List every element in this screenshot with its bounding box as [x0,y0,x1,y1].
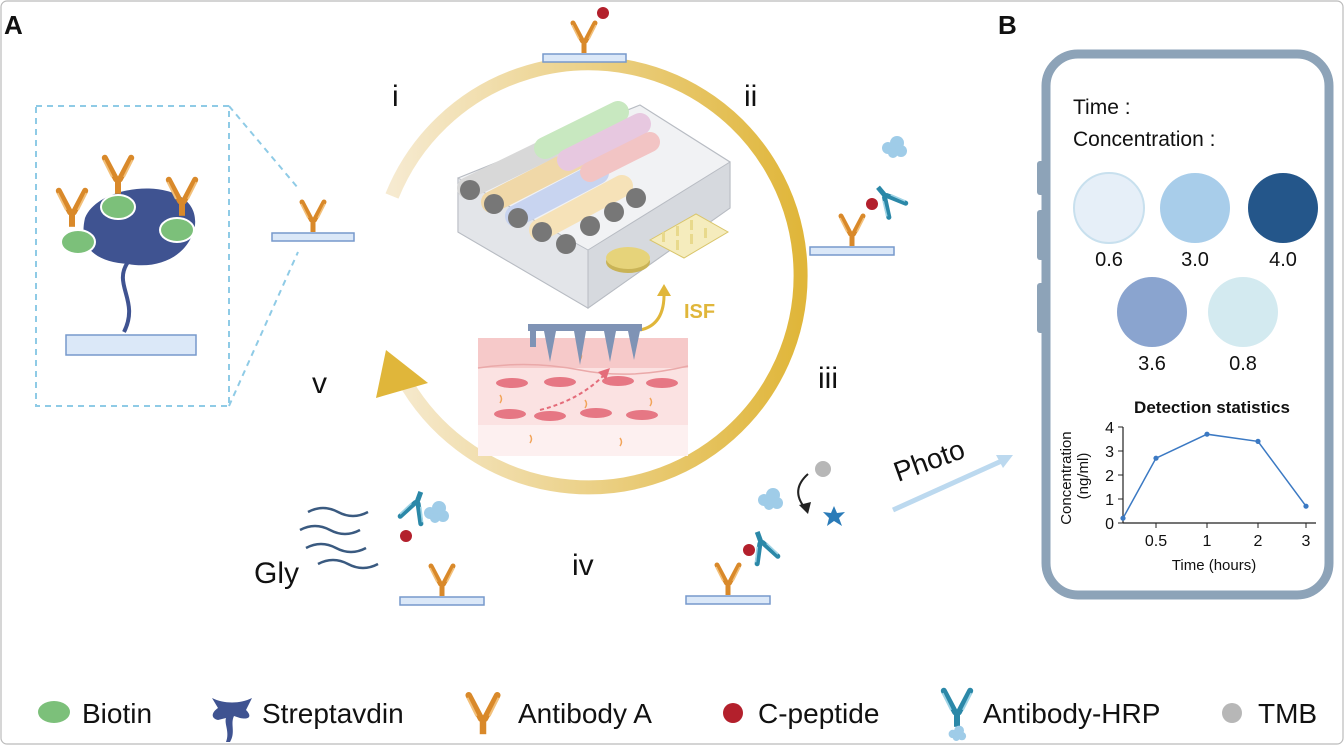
circle-value-3: 4.0 [1269,249,1297,271]
microneedle-array [528,324,642,365]
step-label-iii: iii [818,362,838,395]
legend-icon-c-peptide [723,703,743,723]
chart-point [1120,515,1126,521]
time-label: Time : [1073,96,1131,119]
color-circle-1 [1073,172,1145,244]
color-circle-5 [1208,277,1278,347]
panel-label-b: B [998,10,1017,40]
isf-label: ISF [684,301,715,323]
legend: Biotin Streptavdin Antibody A C-peptide … [38,691,1317,742]
biotin-2 [60,229,96,255]
step-i-complex [542,7,627,63]
concentration-label: Concentration : [1073,128,1215,151]
legend-label-antibody-hrp: Antibody-HRP [983,698,1160,729]
step-iii-complex [685,461,845,605]
legend-label-c-peptide: C-peptide [758,698,879,729]
chart-x-label: Time (hours) [1172,557,1256,574]
biotin-3 [159,217,195,243]
circle-value-5: 0.8 [1229,353,1257,375]
circle-value-2: 3.0 [1181,249,1209,271]
zoom-inset [35,105,299,407]
circle-value-1: 0.6 [1095,249,1123,271]
chart-x-tick-label: 0.5 [1145,533,1167,550]
inset-substrate [65,334,197,356]
cycle-arrowhead [376,350,428,398]
legend-icon-antibody-hrp [943,691,972,727]
color-circle-2 [1160,173,1230,243]
legend-icon-tmb [1222,703,1242,723]
legend-icon-antibody-a [467,695,498,734]
chart-y-tick-label: 3 [1105,444,1114,461]
detection-chart: Detection statistics Time (hours) Concen… [1058,398,1316,574]
step-label-ii: ii [744,80,757,113]
step-iv-wash: Gly [254,488,485,606]
oxidized-tmb [823,506,845,526]
biotin-1 [100,194,136,220]
legend-label-antibody-a: Antibody A [518,698,652,729]
chart-x-tick-label: 2 [1254,533,1263,550]
step-label-i: i [392,80,399,113]
streptavidin-tail [120,260,132,333]
color-circle-3 [1248,173,1318,243]
chart-x-tick-label: 3 [1302,533,1311,550]
chart-title: Detection statistics [1134,398,1290,417]
inset-antibody-2 [58,191,87,227]
chart-y-tick-label: 1 [1105,492,1114,509]
chart-point [1204,431,1210,437]
legend-label-biotin: Biotin [82,698,152,729]
step-ii-complex [809,136,907,256]
step-label-v: v [312,367,327,400]
chart-y-label: Concentration (ng/ml) [1058,427,1092,525]
inset-antibody-1 [104,158,133,194]
isf-arrow [639,291,666,332]
legend-label-streptavidin: Streptavdin [262,698,404,729]
gly-label: Gly [254,557,299,590]
phone-screen: Time : Concentration : 0.6 3.0 4.0 3.6 0… [1037,49,1334,600]
circle-value-4: 3.6 [1138,353,1166,375]
cycle-arrow [376,56,808,495]
legend-icon-streptavidin [212,698,252,742]
chart-y-tick-label: 0 [1105,516,1114,533]
color-circle-4 [1117,277,1187,347]
step-label-iv: iv [572,549,594,582]
step-substrate-antibody [271,202,355,242]
chart-point [1255,438,1261,444]
photo-arrow: Photo [889,433,1013,513]
skin-tissue [477,338,689,456]
chart-point [1153,455,1159,461]
microneedle-device [457,101,731,309]
panel-label-a: A [4,10,23,40]
legend-label-tmb: TMB [1258,698,1317,729]
chart-y-tick-label: 2 [1105,468,1114,485]
legend-icon-biotin [38,701,70,723]
chart-point [1303,503,1309,509]
tmb-molecule [815,461,831,477]
chart-x-tick-label: 1 [1203,533,1212,550]
chart-y-tick-label: 4 [1105,420,1114,437]
